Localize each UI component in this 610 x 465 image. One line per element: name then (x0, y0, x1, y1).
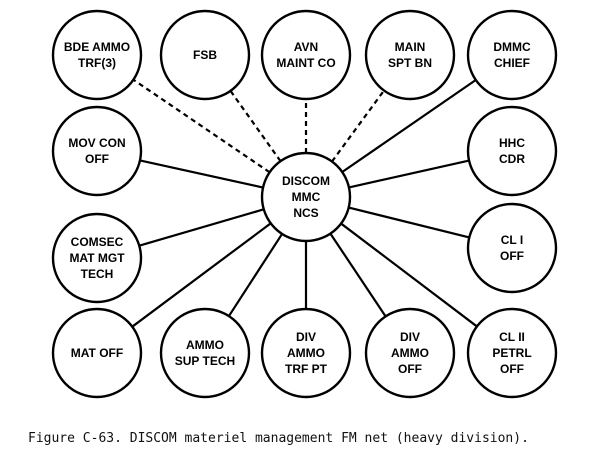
node-circle-comsec (51, 212, 143, 304)
link-dmmc-chief (341, 79, 477, 173)
link-mov-con-off (139, 159, 264, 189)
node-label-div-ammo-trf-pt-2: TRF PT (285, 362, 328, 376)
node-label-hhc-cdr-1: CDR (499, 152, 525, 166)
net-links (131, 78, 478, 328)
node-label-comsec-0: COMSEC (71, 235, 124, 249)
node-main-spt-bn: MAIN SPT BN (364, 9, 456, 101)
link-cl-i-off (348, 206, 470, 239)
node-label-dmmc-chief-0: DMMC (493, 40, 531, 54)
node-label-ammo-sup-tech-1: SUP TECH (175, 354, 235, 368)
link-mat-off (131, 222, 272, 328)
node-label-cl-i-off-1: OFF (500, 249, 524, 263)
node-mat-off: MAT OFF (51, 307, 143, 399)
node-label-div-ammo-off-0: DIV (400, 330, 420, 344)
node-circle-bde-ammo (51, 9, 143, 101)
node-div-ammo-trf-pt: DIV AMMO TRF PT (260, 307, 352, 399)
node-label-comsec-2: TECH (81, 267, 114, 281)
node-label-ammo-sup-tech-0: AMMO (186, 338, 224, 352)
node-label-avn-maint-co-0: AVN (294, 40, 318, 54)
node-label-bde-ammo-0: BDE AMMO (64, 40, 130, 54)
node-circle-main-spt-bn (364, 9, 456, 101)
node-label-div-ammo-trf-pt-0: DIV (296, 330, 316, 344)
node-label-hub-2: NCS (293, 206, 318, 220)
node-circle-mov-con-off (51, 105, 143, 197)
node-circle-ammo-sup-tech (159, 307, 251, 399)
node-ammo-sup-tech: AMMO SUP TECH (159, 307, 251, 399)
node-avn-maint-co: AVN MAINT CO (260, 9, 352, 101)
node-circle-cl-i-off (466, 202, 558, 294)
node-label-cl-ii-petrl-off-1: PETRL (492, 346, 531, 360)
link-main-spt-bn (331, 89, 385, 163)
link-bde-ammo (132, 78, 271, 174)
node-div-ammo-off: DIV AMMO OFF (364, 307, 456, 399)
link-comsec (138, 208, 265, 247)
node-dmmc-chief: DMMC CHIEF (466, 9, 558, 101)
node-label-comsec-1: MAT MGT (69, 251, 125, 265)
node-circle-mat-off (51, 307, 143, 399)
node-circle-avn-maint-co (260, 9, 352, 101)
node-label-main-spt-bn-1: SPT BN (388, 56, 432, 70)
figure-caption: Figure C-63. DISCOM materiel management … (28, 431, 529, 446)
node-circle-fsb (159, 9, 251, 101)
link-ammo-sup-tech (227, 233, 284, 317)
node-hhc-cdr: HHC CDR (466, 105, 558, 197)
node-circle-div-ammo-off (364, 307, 456, 399)
node-label-hub-0: DISCOM (282, 174, 330, 188)
node-circle-cl-ii-petrl-off (466, 307, 558, 399)
node-label-cl-ii-petrl-off-0: CL II (499, 330, 525, 344)
node-label-hhc-cdr-0: HHC (499, 136, 525, 150)
link-hhc-cdr (348, 159, 470, 189)
node-label-dmmc-chief-1: CHIEF (494, 56, 530, 70)
node-label-avn-maint-co-1: MAINT CO (276, 56, 335, 70)
link-div-ammo-off (329, 233, 387, 317)
node-circle-dmmc-chief (466, 9, 558, 101)
node-label-hub-1: MMC (292, 190, 321, 204)
node-label-div-ammo-trf-pt-1: AMMO (287, 346, 325, 360)
node-fsb: FSB (159, 9, 251, 101)
node-hub: DISCOM MMC NCS (260, 151, 352, 243)
node-label-div-ammo-off-2: OFF (398, 362, 422, 376)
node-label-mat-off-0: MAT OFF (71, 346, 123, 360)
node-label-cl-i-off-0: CL I (501, 233, 523, 247)
node-label-bde-ammo-1: TRF(3) (78, 56, 116, 70)
node-circle-div-ammo-trf-pt (260, 307, 352, 399)
node-circle-hhc-cdr (466, 105, 558, 197)
node-mov-con-off: MOV CON OFF (51, 105, 143, 197)
node-cl-ii-petrl-off: CL II PETRL OFF (466, 307, 558, 399)
node-bde-ammo: BDE AMMO TRF(3) (51, 9, 143, 101)
node-label-fsb-0: FSB (193, 48, 217, 62)
node-label-cl-ii-petrl-off-2: OFF (500, 362, 524, 376)
node-comsec: COMSEC MAT MGT TECH (51, 212, 143, 304)
node-label-mov-con-off-0: MOV CON (68, 136, 125, 150)
node-label-div-ammo-off-1: AMMO (391, 346, 429, 360)
node-label-main-spt-bn-0: MAIN (395, 40, 426, 54)
net-nodes: BDE AMMO TRF(3) FSB AVN MAINT CO MAIN SPT BN DM… (51, 9, 558, 399)
fm-net-diagram: BDE AMMO TRF(3) FSB AVN MAINT CO MAIN SPT BN DM… (51, 9, 558, 399)
node-cl-i-off: CL I OFF (466, 202, 558, 294)
link-cl-ii-petrl-off (340, 222, 478, 328)
node-circle-hub (260, 151, 352, 243)
node-label-mov-con-off-1: OFF (85, 152, 109, 166)
